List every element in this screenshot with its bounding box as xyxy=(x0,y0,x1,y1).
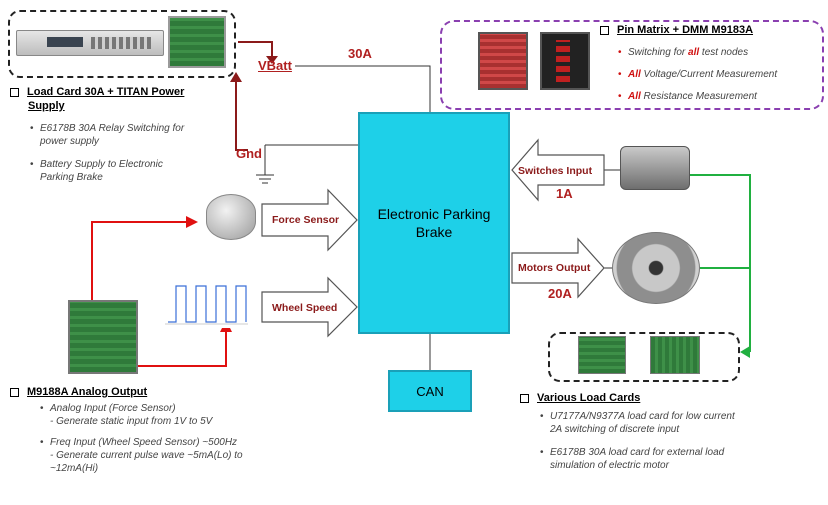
analog-output-card-image xyxy=(68,300,138,374)
force-red-arrow xyxy=(91,221,188,300)
motors-arrow-shape xyxy=(511,237,605,299)
analog-item-2: •Freq Input (Wheel Speed Sensor) ~500Hz … xyxy=(40,436,243,475)
titan-power-supply-image xyxy=(16,30,164,56)
gnd-to-ps-head xyxy=(230,72,242,82)
ps-display xyxy=(47,37,83,47)
electronic-parking-brake-block: Electronic Parking Brake xyxy=(358,112,510,334)
ps-to-vbatt-arrow xyxy=(238,41,273,58)
checkbox-square-icon xyxy=(10,387,19,397)
pin-matrix-bullet-3: • All Resistance Measurement xyxy=(618,90,757,103)
analog-item-sub: - Generate current pulse wave ~5mA(Lo) t… xyxy=(50,450,243,461)
switches-input-label: Switches Input xyxy=(518,165,593,177)
various-bullet-2: •E6178B 30A load card for external load … xyxy=(540,446,724,472)
wheel-arrow-shape xyxy=(261,276,358,338)
dmm-card-image xyxy=(540,32,590,90)
load-card-title-line2: Supply xyxy=(28,100,65,112)
checkbox-square-icon xyxy=(10,87,19,97)
bullet-dot-icon: • xyxy=(40,437,44,448)
ecu-label-line1: Electronic Parking xyxy=(377,206,491,222)
vbatt-line xyxy=(295,65,431,112)
motors-output-label: Motors Output xyxy=(518,262,591,274)
load-card-title-line1: Load Card 30A + TITAN Power xyxy=(27,86,185,98)
can-block: CAN xyxy=(388,370,472,412)
gnd-label: Gnd xyxy=(236,146,262,161)
bullet-text: Battery Supply to Electronic xyxy=(40,159,163,170)
u7177a-card-image xyxy=(578,336,626,374)
analog-item-sub: ~12mA(Hi) xyxy=(50,463,99,474)
switches-arrow-shape xyxy=(511,138,605,202)
pulse-wave-bg xyxy=(162,280,248,328)
bullet-text: 2A switching of discrete input xyxy=(550,424,680,435)
can-label: CAN xyxy=(416,383,444,399)
wheel-red-arrow xyxy=(136,330,227,367)
bullet-emph: All xyxy=(628,69,641,80)
bullet-dot-icon: • xyxy=(30,123,34,134)
bullet-dot-icon: • xyxy=(540,447,544,458)
dmm-jacks xyxy=(556,40,570,82)
ps-buttons xyxy=(91,37,151,49)
pin-matrix-title: Pin Matrix + DMM M9183A xyxy=(600,24,753,36)
analog-output-title-text: M9188A Analog Output xyxy=(27,386,148,398)
brake-disc-image xyxy=(612,232,700,304)
bullet-suffix: Voltage/Current Measurement xyxy=(640,69,778,80)
bullet-dot-icon: • xyxy=(540,411,544,422)
pulse-wave xyxy=(168,285,247,323)
bullet-text: E6178B 30A load card for external load xyxy=(550,447,725,458)
checkbox-square-icon xyxy=(600,25,609,35)
force-sensor-image xyxy=(206,194,256,240)
load-card-bullet-1: • E6178B 30A Relay Switching for power su… xyxy=(30,122,184,148)
vbatt-label: VBatt xyxy=(258,58,292,73)
wheel-speed-label: Wheel Speed xyxy=(272,302,338,314)
pin-matrix-title-text: Pin Matrix + DMM M9183A xyxy=(617,24,754,36)
bullet-text: power supply xyxy=(40,136,99,147)
motors-current: 20A xyxy=(548,286,572,301)
green-head xyxy=(740,346,750,358)
analog-item-head: Analog Input (Force Sensor) xyxy=(50,403,176,414)
load-card-bullet-2: • Battery Supply to Electronic Parking Br… xyxy=(30,158,163,184)
e6178b-external-card-image xyxy=(650,336,700,374)
analog-item-head: Freq Input (Wheel Speed Sensor) ~500Hz xyxy=(50,437,238,448)
bullet-text: simulation of electric motor xyxy=(550,460,669,471)
force-red-head xyxy=(186,216,198,228)
various-load-cards-title-text: Various Load Cards xyxy=(537,392,641,404)
various-bullet-1: • U7177A/N9377A load card for low current… xyxy=(540,410,735,436)
bullet-emph: All xyxy=(628,91,641,102)
force-sensor-label: Force Sensor xyxy=(272,214,340,226)
bullet-text: U7177A/N9377A load card for low current xyxy=(550,411,735,422)
various-load-cards-group xyxy=(548,332,740,382)
analog-item-1: • Analog Input (Force Sensor) - Generate … xyxy=(40,402,212,428)
e6178b-load-card-image xyxy=(168,16,226,68)
bullet-emph: all xyxy=(688,47,700,58)
power-supply-group xyxy=(8,10,236,78)
bullet-dot-icon: • xyxy=(618,47,622,58)
load-card-title: Load Card 30A + TITAN Power xyxy=(10,86,184,98)
bullet-text: E6178B 30A Relay Switching for xyxy=(40,123,185,134)
bullet-dot-icon: • xyxy=(40,403,44,414)
vbatt-current: 30A xyxy=(348,46,372,61)
analog-output-title: M9188A Analog Output xyxy=(10,386,147,398)
bullet-suffix: Resistance Measurement xyxy=(640,91,757,102)
bullet-dot-icon: • xyxy=(30,159,34,170)
bullet-dot-icon: • xyxy=(618,91,622,102)
bullet-suffix: test nodes xyxy=(699,47,749,58)
ecu-label-line2: Brake xyxy=(415,224,453,240)
bullet-text: Parking Brake xyxy=(40,172,103,183)
ps-to-vbatt-head xyxy=(266,56,278,64)
ecu-label: Electronic Parking Brake xyxy=(378,205,491,241)
force-arrow-shape xyxy=(261,188,358,252)
pin-matrix-bullet-2: • All Voltage/Current Measurement xyxy=(618,68,777,81)
pin-matrix-card-image xyxy=(478,32,528,90)
switches-current: 1A xyxy=(556,186,573,201)
various-load-cards-title: Various Load Cards xyxy=(520,392,640,404)
gnd-to-ps-arrow xyxy=(235,80,248,151)
pin-matrix-group xyxy=(440,20,824,110)
analog-item-sub: - Generate static input from 1V to 5V xyxy=(50,416,213,427)
pin-matrix-bullet-1: • Switching for all test nodes xyxy=(618,46,748,59)
bullet-dot-icon: • xyxy=(618,69,622,80)
switch-console-image xyxy=(620,146,690,190)
bullet-prefix: Switching for xyxy=(628,47,689,58)
checkbox-square-icon xyxy=(520,393,529,403)
green-line-1 xyxy=(690,174,751,352)
